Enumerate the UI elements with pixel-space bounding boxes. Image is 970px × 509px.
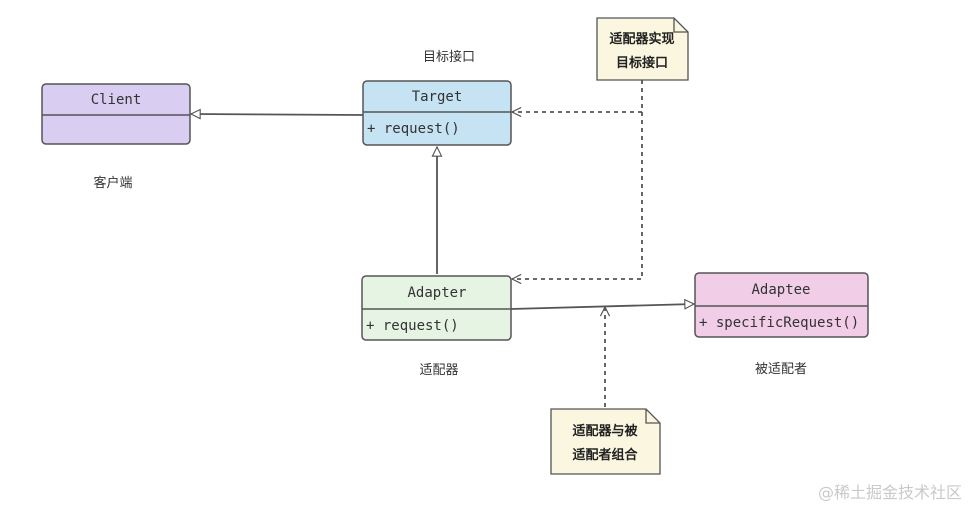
adapter-method: + request()	[366, 318, 459, 334]
composition-note: 适配器与被 适配者组合	[550, 408, 661, 475]
implements-note-fold	[673, 18, 688, 33]
client-class-box	[41, 83, 191, 145]
adaptee-class-box	[694, 272, 869, 338]
note-to-adapter-dashed-arrow	[512, 112, 643, 279]
adaptee-class: Adaptee + specificRequest()	[694, 272, 869, 338]
target-to-client-arrow	[191, 114, 364, 115]
target-caption: 目标接口	[423, 49, 475, 65]
note-to-target-dashed-arrow	[512, 80, 643, 112]
adapter-class-box	[361, 275, 512, 341]
target-class: Target + request()	[362, 80, 512, 146]
adaptee-caption: 被适配者	[755, 362, 807, 377]
composition-note-line2: 适配者组合	[572, 447, 638, 463]
client-class-name: Client	[91, 92, 142, 108]
target-class-box	[362, 80, 512, 146]
composition-note-shape	[550, 408, 661, 475]
watermark: @稀土掘金技术社区	[818, 483, 962, 502]
composition-note-line1: 适配器与被	[572, 423, 638, 439]
implements-note: 适配器实现 目标接口	[596, 17, 689, 81]
client-class: Client	[41, 83, 191, 145]
implements-note-line1: 适配器实现	[609, 31, 674, 47]
adapter-class: Adapter + request()	[361, 275, 512, 341]
implements-note-line2: 目标接口	[616, 55, 668, 71]
composition-note-fold	[645, 409, 660, 424]
adapter-to-adaptee-arrow	[510, 304, 694, 310]
adaptee-class-name: Adaptee	[751, 282, 810, 298]
adapter-class-name: Adapter	[407, 285, 466, 301]
adaptee-method: + specificRequest()	[699, 315, 859, 331]
adapter-caption: 适配器	[419, 363, 458, 378]
client-caption: 客户端	[93, 175, 132, 191]
target-class-name: Target	[412, 89, 463, 105]
implements-note-shape	[596, 17, 689, 81]
target-method: + request()	[367, 121, 460, 137]
